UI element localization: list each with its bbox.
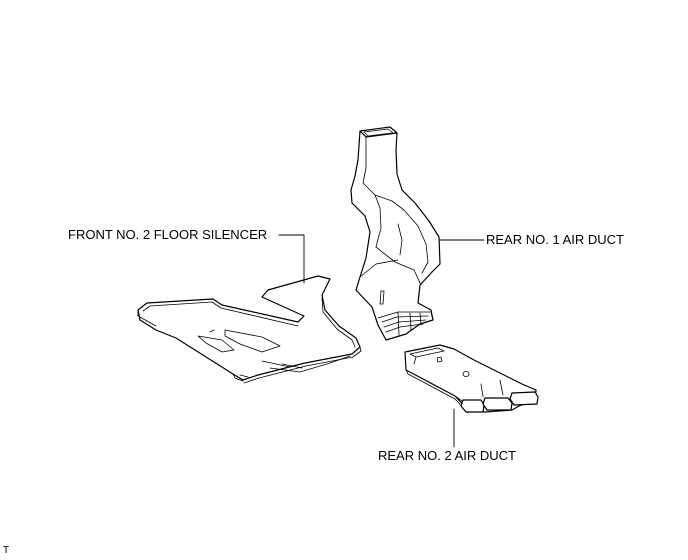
front-floor-silencer-part xyxy=(137,275,362,384)
rear-no1-air-duct-label: REAR NO. 1 AIR DUCT xyxy=(486,232,624,247)
illustration-code-label: T xyxy=(3,545,10,556)
rear-no1-air-duct-part xyxy=(350,126,441,341)
leader-line-floor-silencer xyxy=(278,234,305,284)
rear-no2-air-duct-part xyxy=(404,344,539,414)
front-floor-silencer-label: FRONT NO. 2 FLOOR SILENCER xyxy=(68,227,268,242)
rear-no2-air-duct-label: REAR NO. 2 AIR DUCT xyxy=(378,448,516,463)
